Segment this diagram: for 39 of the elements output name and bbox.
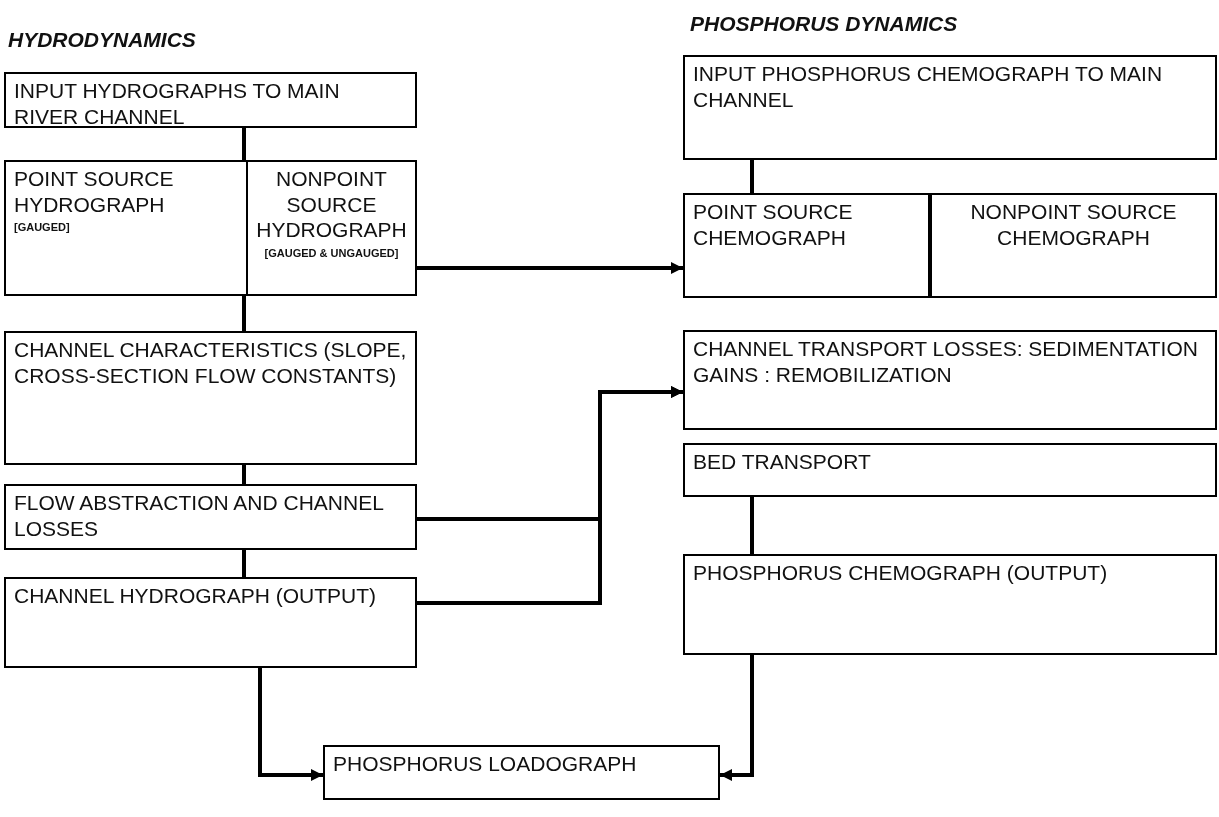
box-text: POINT SOURCE HYDROGRAPH — [14, 166, 175, 218]
process-box — [4, 484, 417, 550]
arrow — [258, 668, 323, 781]
box-text: FLOW ABSTRACTION AND CHANNEL LOSSES — [14, 490, 385, 542]
process-box — [683, 193, 930, 298]
process-box — [4, 72, 417, 128]
process-box — [246, 160, 417, 296]
process-box — [683, 554, 1217, 655]
box-text: NONPOINT SOURCE HYDROGRAPH — [256, 166, 407, 243]
box-text: PHOSPHORUS LOADOGRAPH — [333, 751, 638, 777]
box-text: POINT SOURCE CHEMOGRAPH — [693, 199, 854, 251]
process-box — [4, 331, 417, 465]
box-text: CHANNEL TRANSPORT LOSSES: SEDIMENTATION GAINS : REMOBILIZATION — [693, 336, 1199, 388]
box-text: INPUT PHOSPHORUS CHEMOGRAPH TO MAIN CHANNEL — [693, 61, 1164, 113]
process-box — [683, 443, 1217, 497]
box-text: NONPOINT SOURCE CHEMOGRAPH — [969, 199, 1178, 251]
box-text: INPUT HYDROGRAPHS TO MAIN RIVER CHANNEL — [14, 78, 341, 130]
box-note: [GAUGED & UNGAUGED] — [263, 246, 400, 261]
connector-line — [750, 497, 754, 554]
process-box — [683, 330, 1217, 430]
box-text: CHANNEL HYDROGRAPH (OUTPUT) — [14, 583, 378, 609]
process-box — [323, 745, 720, 800]
box-text: PHOSPHORUS CHEMOGRAPH (OUTPUT) — [693, 560, 1109, 586]
box-text: CHANNEL CHARACTERISTICS (SLOPE, CROSS-SECTION FLOW CONSTANTS) — [14, 337, 407, 389]
section-heading: PHOSPHORUS DYNAMICS — [690, 12, 958, 36]
connector-line — [242, 550, 246, 577]
arrow — [417, 262, 683, 274]
section-heading: HYDRODYNAMICS — [8, 28, 196, 52]
arrow — [720, 655, 754, 781]
process-box — [4, 577, 417, 668]
connector-line — [242, 465, 246, 484]
box-note: [GAUGED] — [14, 221, 71, 235]
connector-line — [242, 128, 246, 160]
process-box — [4, 160, 248, 296]
connector-line — [750, 160, 754, 193]
box-text: BED TRANSPORT — [693, 449, 872, 475]
process-box — [683, 55, 1217, 160]
process-box — [930, 193, 1217, 298]
connector-line — [242, 296, 246, 331]
